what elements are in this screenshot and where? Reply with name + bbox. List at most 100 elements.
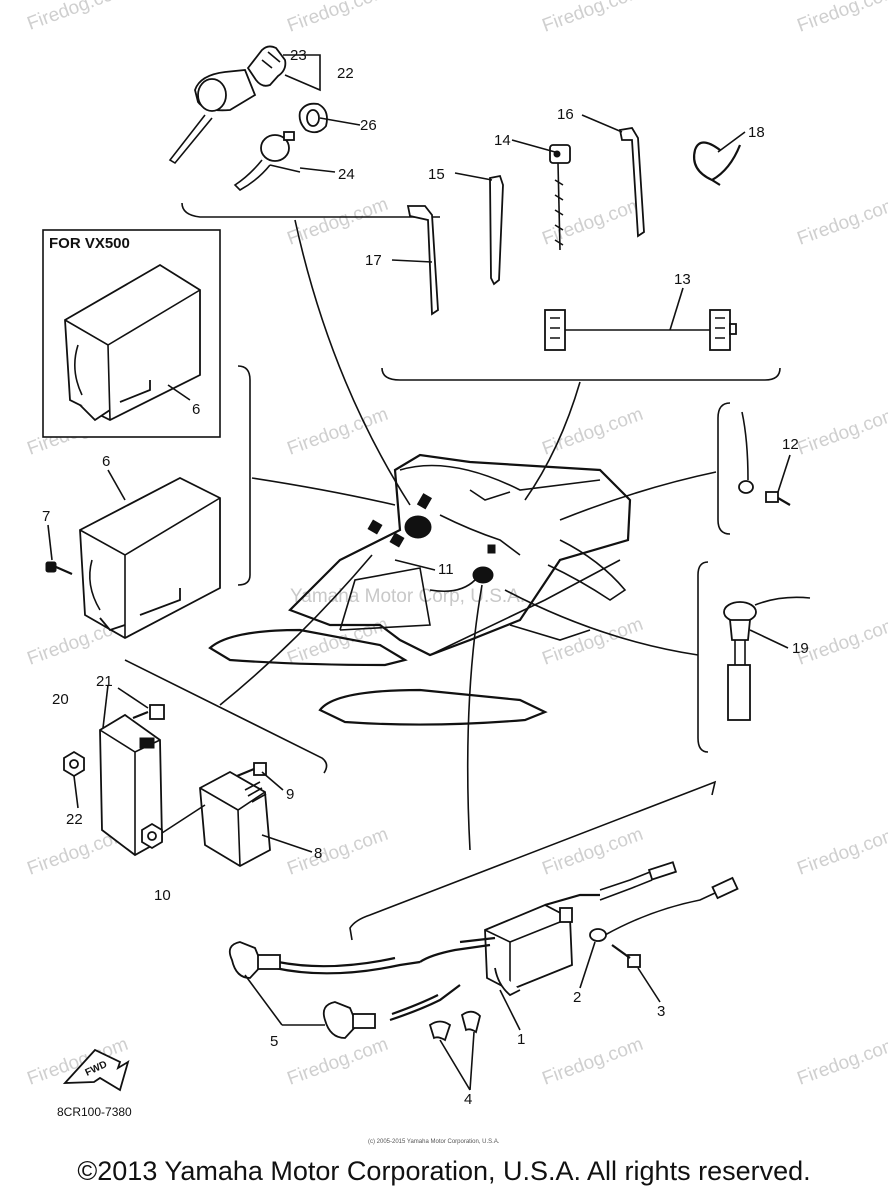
leader-6-inset — [167, 384, 191, 401]
plug-cap-lower — [322, 1001, 359, 1039]
wire-clamp — [693, 141, 742, 186]
watermark: Firedog.com — [285, 824, 391, 880]
harness-wire — [439, 514, 521, 556]
harness-connector — [367, 519, 383, 535]
nut-10-hole — [147, 831, 157, 841]
bracket-left-ecu — [237, 365, 251, 586]
ignition-key — [246, 45, 287, 87]
leader-21 — [117, 687, 149, 709]
bolt-9-shank — [236, 767, 255, 778]
watermark: Firedog.com — [540, 194, 646, 250]
sensor-lead-pattern — [554, 179, 564, 246]
nut-22 — [63, 750, 85, 778]
leader-9 — [261, 771, 284, 791]
group-brackets — [124, 202, 781, 941]
ht-lead-left — [277, 956, 396, 968]
callout-22: 22 — [66, 811, 83, 828]
stop-switch-lead — [233, 159, 271, 191]
leader-1 — [499, 989, 521, 1031]
callout-numbers: 23 22 26 24 14 15 16 17 18 13 6 6 7 11 1… — [42, 47, 809, 1108]
copyright-footer: ©2013 Yamaha Motor Corporation, U.S.A. A… — [77, 1156, 811, 1186]
watermark: Firedog.com — [540, 0, 646, 37]
ht-lead-upper — [544, 893, 600, 907]
plug-caps-5 — [228, 941, 376, 1039]
lead-terminal — [711, 876, 739, 900]
wire-12 — [559, 471, 717, 521]
leader-wires — [219, 219, 717, 851]
leader-4 — [439, 1031, 475, 1091]
clips-4 — [428, 1010, 481, 1042]
snowmobile-outline — [208, 453, 632, 726]
watermark: Firedog.com — [540, 1034, 646, 1090]
bolt-head — [45, 561, 57, 573]
wire-19 — [504, 589, 699, 656]
bracket-bottom-ignition — [349, 780, 717, 941]
eye-terminal — [589, 928, 607, 942]
watermark: Firedog.com — [540, 614, 646, 670]
watermark: Firedog.com — [540, 824, 646, 880]
callout-15: 15 — [428, 166, 445, 183]
lead-2 — [589, 928, 607, 942]
sensor-14 — [549, 144, 571, 251]
callout-18: 18 — [748, 124, 765, 141]
leader-16 — [581, 114, 623, 133]
callout-7: 7 — [42, 508, 50, 525]
watermark: Firedog.com — [285, 1034, 391, 1090]
sensor-pin — [553, 150, 561, 158]
connector-tab — [729, 323, 737, 335]
watermark: Firedog.com — [285, 404, 391, 460]
bolt-21 — [132, 704, 165, 720]
cdi-8 — [199, 770, 271, 868]
leader-5 — [244, 974, 325, 1026]
sensor-19-lead — [754, 596, 811, 606]
leader-13 — [669, 287, 684, 331]
leader-17 — [391, 259, 433, 263]
main-switch-assembly — [168, 45, 287, 165]
watermark: Firedog.com — [795, 0, 888, 37]
bracket-left-regulator — [124, 659, 328, 774]
callout-10: 10 — [154, 887, 171, 904]
bolt-21-head — [149, 704, 165, 720]
lead-to-terminal — [604, 892, 716, 936]
leader-26 — [319, 117, 361, 126]
wire-regulator — [219, 554, 373, 706]
ground-terminal — [738, 480, 754, 494]
wire-ignition — [466, 584, 483, 851]
callout-11: 11 — [438, 561, 454, 578]
callout-26: 26 — [360, 117, 377, 134]
ecu-box-edges — [64, 289, 201, 421]
key-cut — [261, 51, 281, 69]
harness-connector — [472, 566, 494, 584]
leader-3 — [637, 967, 661, 1003]
nut-hole — [306, 109, 320, 127]
fwd-arrow-shape — [62, 1048, 130, 1092]
leader-12 — [777, 454, 791, 493]
ht-lead-left — [274, 960, 421, 975]
callout-6-inset: 6 — [192, 401, 200, 418]
cdi-edges — [199, 787, 266, 867]
ski-strut — [339, 567, 431, 631]
ht-leads — [274, 861, 739, 1022]
bolt-12-head — [765, 491, 779, 503]
ecu-box-edges — [79, 497, 221, 638]
main-switch-face — [197, 78, 227, 112]
callout-24: 23 — [290, 47, 307, 64]
sensor-19-wires — [734, 640, 746, 665]
connector-right — [709, 309, 731, 351]
harness-connector — [404, 515, 432, 539]
hood-vent — [469, 489, 511, 501]
callout-14: 14 — [494, 132, 511, 149]
ground-12 — [738, 411, 791, 506]
bracket-right-19 — [697, 561, 709, 753]
diagram-svg: Firedog.com Firedog.com Firedog.com Fire… — [25, 0, 888, 1145]
stop-switch-lead — [269, 164, 301, 173]
clip — [460, 1010, 481, 1034]
leader-22 — [73, 775, 79, 809]
leader-2 — [579, 941, 596, 989]
stop-switch — [233, 131, 301, 191]
leader-20 — [102, 684, 109, 729]
nut-10 — [141, 822, 163, 850]
coil-base — [494, 967, 521, 997]
watermark: Firedog.com — [795, 404, 888, 460]
tiny-notice: (c) 2005-2015 Yamaha Motor Corporation, … — [368, 1139, 500, 1145]
